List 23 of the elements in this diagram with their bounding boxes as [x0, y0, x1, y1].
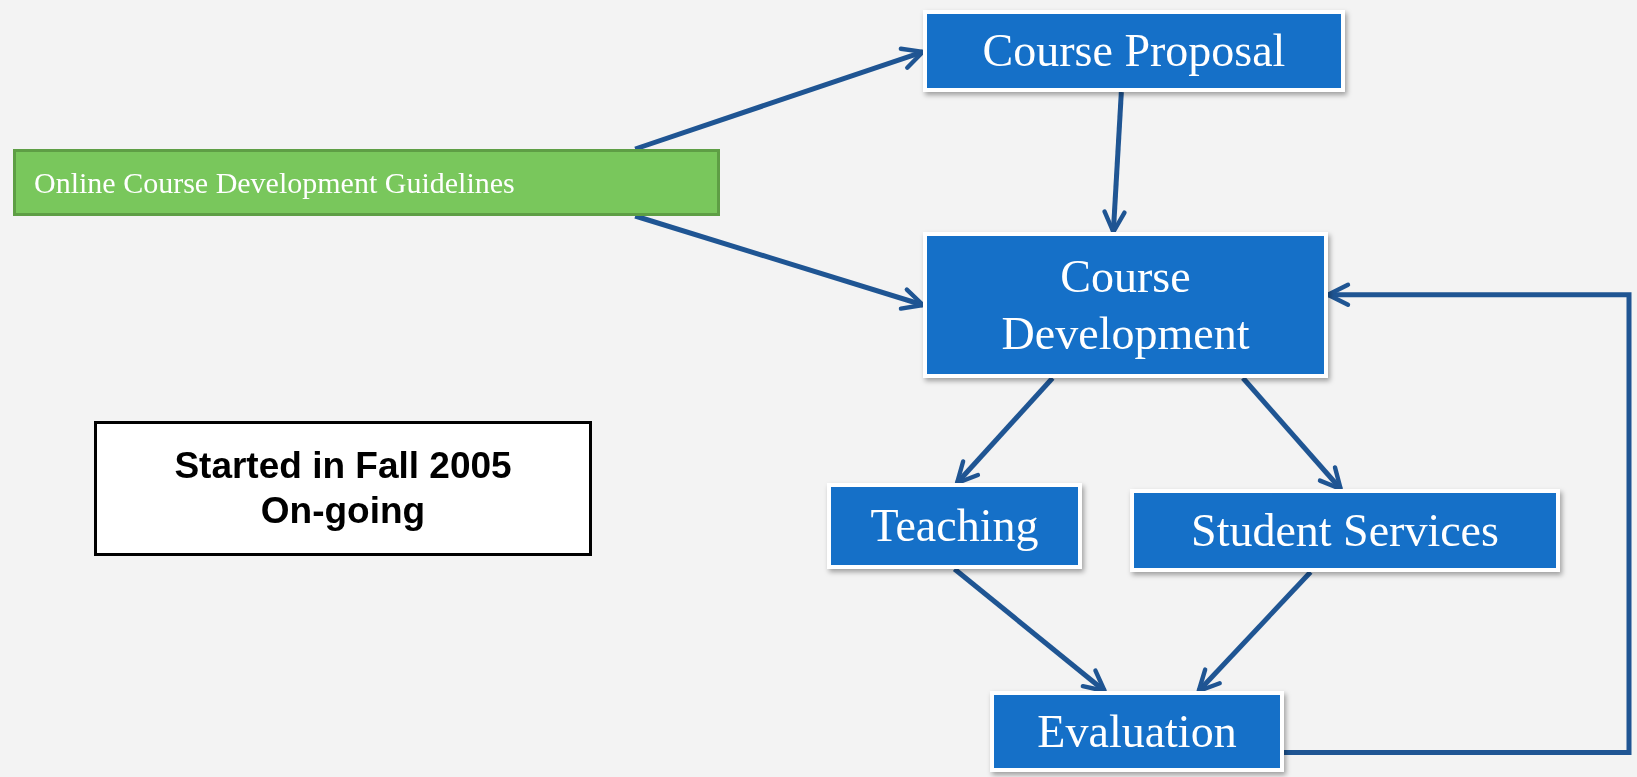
box-label: Course Proposal [982, 24, 1286, 79]
arrow [634, 213, 926, 311]
note-box [94, 421, 592, 556]
box-label: On-going [260, 488, 426, 533]
box-label: Online Course Development Guidelines [34, 165, 515, 200]
arrow [954, 376, 1055, 486]
box-label: Student Services [1191, 503, 1499, 558]
guidelines-box [13, 149, 720, 216]
box-label: Course Development [1000, 249, 1251, 361]
process-box [923, 232, 1328, 378]
arrow [634, 46, 926, 152]
arrow [1241, 376, 1343, 492]
process-box [827, 483, 1082, 569]
box-label: Started in Fall 2005 [174, 444, 512, 489]
process-box [990, 691, 1284, 772]
arrow [952, 567, 1107, 694]
arrow [1102, 91, 1127, 235]
arrow [1284, 282, 1632, 756]
process-box [1130, 489, 1560, 572]
arrow [1196, 570, 1313, 694]
process-box [923, 10, 1345, 92]
box-label: Teaching [870, 499, 1039, 554]
box-label: Evaluation [1037, 704, 1237, 759]
